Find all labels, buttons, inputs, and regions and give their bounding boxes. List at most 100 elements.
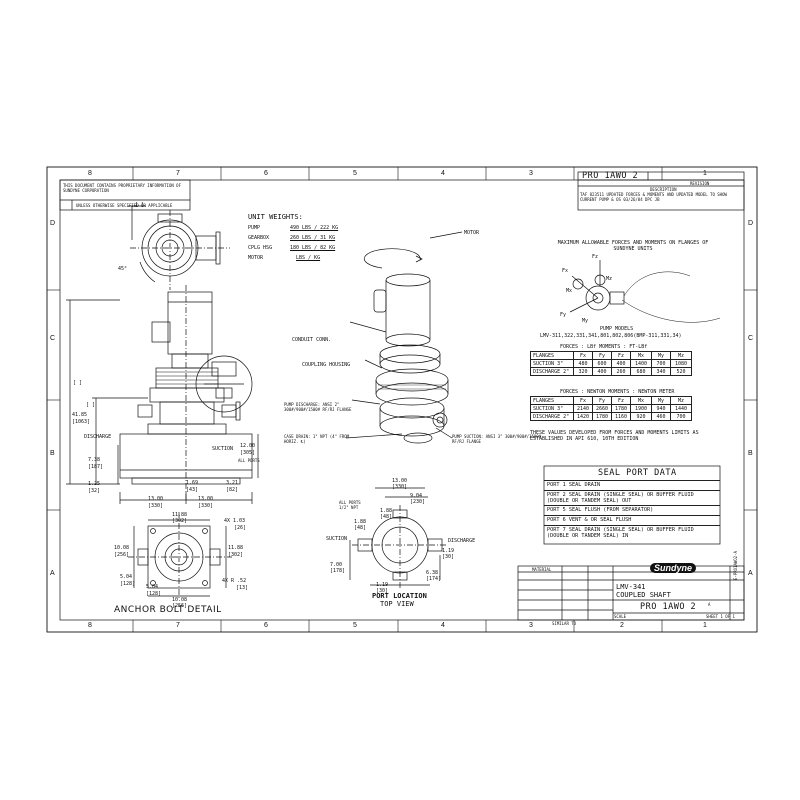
dim-height-mm: [1063] <box>72 419 91 425</box>
table-cell: 680 <box>630 367 652 376</box>
weight-value-gearbox: 260 LBS / 31 KG <box>290 235 336 241</box>
table-cell: 700 <box>670 412 692 421</box>
list-item: PORT 5 SEAL FLUSH (FROM SEPARATOR) <box>544 505 720 515</box>
table-row: DISCHARGE 2" 320 400 260 680 340 520 <box>530 367 692 376</box>
anchor-bolt-sketch <box>128 512 232 600</box>
weight-label-pump: PUMP <box>248 225 261 231</box>
weight-value-motor: LBS / KG <box>296 255 321 261</box>
anchor-d3: 11.88 <box>228 545 244 551</box>
dim-bracket-top: [ ] <box>135 202 145 208</box>
table-cell: 1780 <box>611 404 631 413</box>
table-cell: 1160 <box>611 412 631 421</box>
table-cell: SUCTION 3" <box>530 359 574 368</box>
anchor-d5-mm: [128] <box>146 591 162 597</box>
dim-height: 41.85 <box>72 412 88 418</box>
callout-motor: MOTOR <box>464 230 480 236</box>
port-d2: 9.04 <box>410 493 423 499</box>
dim-2: 12.00 <box>240 443 256 449</box>
table-header: My <box>651 396 671 405</box>
anchor-d2: 10.08 <box>114 545 130 551</box>
table-header: Fy <box>592 396 612 405</box>
zone-col-8-bottom: 8 <box>88 622 92 629</box>
dim-bracket-left: [ ] <box>73 380 83 386</box>
seal-port-table: SEAL PORT DATA PORT 1 SEAL DRAIN PORT 2 … <box>544 466 720 544</box>
dim-2-mm: [305] <box>240 450 256 456</box>
table-cell: 480 <box>573 359 593 368</box>
port-d3-mm: [48] <box>380 514 393 520</box>
zone-col-3: 3 <box>529 170 533 177</box>
zone-row-a: A <box>50 570 55 577</box>
anchor-d1: 11.88 <box>172 512 188 518</box>
axis-mx: Mx <box>566 288 573 294</box>
table-header: Fy <box>592 351 612 360</box>
forces-heading: MAXIMUM ALLOWABLE FORCES AND MOMENTS ON … <box>557 240 709 252</box>
port-d8-mm: [30] <box>376 588 389 594</box>
dim-5: 3.21 <box>226 480 239 486</box>
port-suction: SUCTION <box>326 536 348 542</box>
table-header-row: FLANGES Fx Fy Fz Mx My Mz <box>530 351 692 360</box>
unit-weights-heading: UNIT WEIGHTS: <box>248 213 303 221</box>
anchor-radius-mm: [13] <box>236 585 249 591</box>
zone-row-d-right: D <box>748 220 754 227</box>
table-cell: 2660 <box>592 404 612 413</box>
anchor-d3-mm: [302] <box>228 552 244 558</box>
table-cell: 260 <box>611 367 631 376</box>
port-all-ports: ALL PORTS 1/2" NPT <box>339 500 361 510</box>
title-line1: LMV-341 <box>616 583 646 591</box>
port-location-sketch <box>349 487 448 590</box>
callout-pump-suction: PUMP SUCTION: ANSI 3" 300#/900#/1500# RF… <box>452 434 542 444</box>
zone-col-7-bottom: 7 <box>176 622 180 629</box>
label-all-ports: ALL PORTS <box>238 458 260 463</box>
revision-heading: REVISION <box>690 181 710 186</box>
table-cell: 400 <box>592 367 612 376</box>
zone-col-6: 6 <box>264 170 268 177</box>
table-cell: 700 <box>651 359 671 368</box>
dim-7-mm: [330] <box>198 503 214 509</box>
models-heading: PUMP MODELS <box>600 326 634 332</box>
table-cell: 340 <box>651 367 671 376</box>
revision-description-label: DESCRIPTION <box>650 187 677 192</box>
port-d4: 1.88 <box>354 519 367 525</box>
port-d1-mm: [330] <box>392 484 408 490</box>
zone-col-4: 4 <box>441 170 445 177</box>
axis-fz: Fz <box>592 254 599 260</box>
anchor-d1-mm: [302] <box>172 518 188 524</box>
anchor-d6-mm: [256] <box>172 603 188 609</box>
table-cell: 2140 <box>573 404 593 413</box>
anchor-title: ANCHOR BOLT DETAIL <box>114 605 222 615</box>
weight-value-cplg: 180 LBS / 82 KG <box>290 245 336 251</box>
table-cell: 320 <box>573 367 593 376</box>
port-d6: 1.19 <box>442 548 455 554</box>
forces-axis-sketch <box>569 260 721 323</box>
sheet-label: SHEET 1 OF 1 <box>706 614 735 619</box>
anchor-holes-mm: [26] <box>234 525 247 531</box>
list-item: PORT 7 SEAL DRAIN (SINGLE SEAL) OR BUFFE… <box>544 525 720 544</box>
anchor-d4-mm: [128] <box>120 581 136 587</box>
list-item: PORT 2 SEAL DRAIN (SINGLE SEAL) OR BUFFE… <box>544 490 720 505</box>
dim-4: 1.69 <box>186 480 199 486</box>
top-view-sketch <box>128 205 230 290</box>
table-cell: 1400 <box>630 359 652 368</box>
axis-fx: Fx <box>562 268 569 274</box>
axis-fy: Fy <box>560 312 567 318</box>
port-d7-mm: [174] <box>426 576 442 582</box>
anchor-d5: 5.04 <box>146 584 159 590</box>
table-row: DISCHARGE 2" 1420 1780 1160 920 460 700 <box>530 412 692 421</box>
label-discharge: DISCHARGE <box>84 434 112 440</box>
port-d6-mm: [30] <box>442 554 455 560</box>
anchor-d6: 10.08 <box>172 597 188 603</box>
callout-coupling: COUPLING HOUSING <box>302 362 351 368</box>
anchor-d4: 5.04 <box>120 574 133 580</box>
zone-col-6-bottom: 6 <box>264 622 268 629</box>
table-header: FLANGES <box>530 396 574 405</box>
table-cell: SUCTION 3" <box>530 404 574 413</box>
table-header: FLANGES <box>530 351 574 360</box>
anchor-holes: 4X 1.03 <box>224 518 246 524</box>
weight-label-cplg: CPLG HSG <box>248 245 273 251</box>
table-row: SUCTION 3" 480 600 400 1400 700 1080 <box>530 359 692 368</box>
table-cell: DISCHARGE 2" <box>530 367 574 376</box>
table-header: Mz <box>670 351 692 360</box>
table-header: My <box>651 351 671 360</box>
table-cell: 920 <box>630 412 652 421</box>
